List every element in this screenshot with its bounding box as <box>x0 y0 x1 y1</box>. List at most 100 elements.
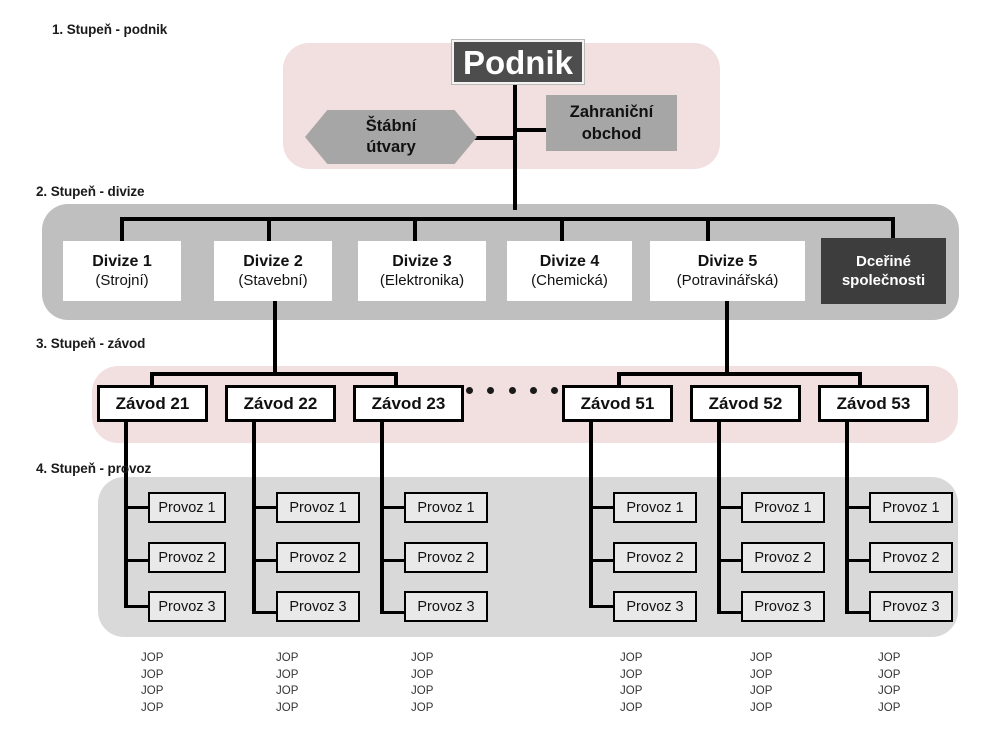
operation-box-6-3[interactable]: Provoz 3 <box>869 591 953 622</box>
ops-spine-4 <box>589 422 593 608</box>
connector-division5-to-plants <box>725 301 729 374</box>
division-bus-line <box>120 217 895 221</box>
jop-label: JOP <box>620 701 643 714</box>
plant-box-52[interactable]: Závod 52 <box>690 385 801 422</box>
ops-stub-6-3 <box>845 611 871 614</box>
division-subtitle-3: (Elektronika) <box>379 271 465 289</box>
staff-units-line-1: Štábní <box>365 116 417 135</box>
operation-box-4-3[interactable]: Provoz 3 <box>613 591 697 622</box>
division-title-4: Divize 4 <box>539 252 600 270</box>
level-label-4: 4. Stupeň - provoz <box>36 461 152 476</box>
operation-box-3-1[interactable]: Provoz 1 <box>404 492 488 523</box>
operation-box-1-3[interactable]: Provoz 3 <box>148 591 226 622</box>
jop-label: JOP <box>750 685 773 697</box>
division-title-3: Divize 3 <box>392 252 452 270</box>
division-box-5[interactable]: Divize 5 (Potravinářská) <box>650 241 805 301</box>
ellipsis-dot-4 <box>529 386 537 394</box>
ops-stub-5-3 <box>717 611 743 614</box>
plant-box-53[interactable]: Závod 53 <box>818 385 929 422</box>
operation-box-6-2[interactable]: Provoz 2 <box>869 542 953 573</box>
division-title-2: Divize 2 <box>243 252 303 270</box>
foreign-trade-line-2: obchod <box>581 125 642 143</box>
jop-label: JOP <box>276 652 299 664</box>
operation-box-1-2[interactable]: Provoz 2 <box>148 542 226 573</box>
division-drop-4 <box>560 217 564 242</box>
ops-stub-5-2 <box>717 559 743 562</box>
operation-box-4-1[interactable]: Provoz 1 <box>613 492 697 523</box>
jop-column-6: JOP JOP JOP JOP <box>878 650 900 716</box>
ops-stub-1-3 <box>124 605 150 608</box>
foreign-trade-box[interactable]: Zahraniční obchod <box>546 95 677 151</box>
ops-stub-2-1 <box>252 506 278 509</box>
ops-stub-2-2 <box>252 559 278 562</box>
operation-box-5-3[interactable]: Provoz 3 <box>741 591 825 622</box>
division-title-5: Divize 5 <box>697 252 758 270</box>
jop-column-1: JOP JOP JOP JOP <box>141 650 163 716</box>
level-label-2: 2. Stupeň - divize <box>36 184 145 199</box>
operation-box-1-1[interactable]: Provoz 1 <box>148 492 226 523</box>
plant-box-23[interactable]: Závod 23 <box>353 385 464 422</box>
subsidiary-line-1: Dceřiné <box>855 252 912 270</box>
ops-stub-3-1 <box>380 506 406 509</box>
division-subtitle-5: (Potravinářská) <box>676 271 779 289</box>
jop-label: JOP <box>750 701 773 714</box>
ops-stub-3-3 <box>380 611 406 614</box>
enterprise-box[interactable]: Podnik <box>452 40 584 84</box>
division-box-4[interactable]: Divize 4 (Chemická) <box>507 241 632 301</box>
operation-box-3-2[interactable]: Provoz 2 <box>404 542 488 573</box>
ellipsis-dot-3 <box>508 386 516 394</box>
ops-stub-6-2 <box>845 559 871 562</box>
operation-box-3-3[interactable]: Provoz 3 <box>404 591 488 622</box>
operation-box-2-1[interactable]: Provoz 1 <box>276 492 360 523</box>
staff-units-hexagon[interactable]: Štábní útvary <box>305 110 477 164</box>
ops-spine-1 <box>124 422 128 608</box>
jop-column-5: JOP JOP JOP JOP <box>750 650 772 716</box>
operation-box-6-1[interactable]: Provoz 1 <box>869 492 953 523</box>
jop-label: JOP <box>276 701 299 714</box>
division-subtitle-4: (Chemická) <box>531 271 608 289</box>
staff-units-line-2: útvary <box>366 138 416 156</box>
division-subtitle-2: (Stavební) <box>238 271 308 289</box>
plant-box-22[interactable]: Závod 22 <box>225 385 336 422</box>
foreign-trade-line-1: Zahraniční <box>569 102 654 121</box>
jop-label: JOP <box>750 652 773 664</box>
ops-stub-1-1 <box>124 506 150 509</box>
division-box-1[interactable]: Divize 1 (Strojní) <box>63 241 181 301</box>
plant-box-51[interactable]: Závod 51 <box>562 385 673 422</box>
jop-label: JOP <box>141 685 164 697</box>
jop-label: JOP <box>620 652 643 664</box>
jop-label: JOP <box>276 685 299 697</box>
jop-label: JOP <box>878 701 901 714</box>
division-title-1: Divize 1 <box>92 252 152 270</box>
division-box-3[interactable]: Divize 3 (Elektronika) <box>358 241 486 301</box>
operation-box-4-2[interactable]: Provoz 2 <box>613 542 697 573</box>
jop-label: JOP <box>276 668 299 681</box>
ops-stub-3-2 <box>380 559 406 562</box>
division-drop-1 <box>120 217 124 242</box>
operation-box-2-3[interactable]: Provoz 3 <box>276 591 360 622</box>
plant-box-21[interactable]: Závod 21 <box>97 385 208 422</box>
ellipsis-dot-5 <box>551 386 558 394</box>
division-drop-3 <box>413 217 417 242</box>
division-box-2[interactable]: Divize 2 (Stavební) <box>214 241 332 301</box>
level-label-1: 1. Stupeň - podnik <box>52 22 168 37</box>
operation-box-5-2[interactable]: Provoz 2 <box>741 542 825 573</box>
ops-stub-6-1 <box>845 506 871 509</box>
ops-spine-2 <box>252 422 256 614</box>
operation-box-5-1[interactable]: Provoz 1 <box>741 492 825 523</box>
jop-column-4: JOP JOP JOP JOP <box>620 650 642 716</box>
subsidiary-companies-box[interactable]: Dceřiné společnosti <box>821 238 946 304</box>
operation-box-2-2[interactable]: Provoz 2 <box>276 542 360 573</box>
jop-column-3: JOP JOP JOP JOP <box>411 650 433 716</box>
ops-spine-5 <box>717 422 721 614</box>
connector-enterprise-to-divisions <box>513 83 517 210</box>
division-band <box>42 204 959 320</box>
jop-label: JOP <box>141 668 164 681</box>
plant-bus-line-right <box>617 372 862 376</box>
connector-enterprise-to-staff-units <box>473 136 515 140</box>
jop-label: JOP <box>141 701 164 714</box>
jop-label: JOP <box>878 652 901 664</box>
connector-division2-to-plants <box>273 301 277 374</box>
ops-stub-4-2 <box>589 559 615 562</box>
